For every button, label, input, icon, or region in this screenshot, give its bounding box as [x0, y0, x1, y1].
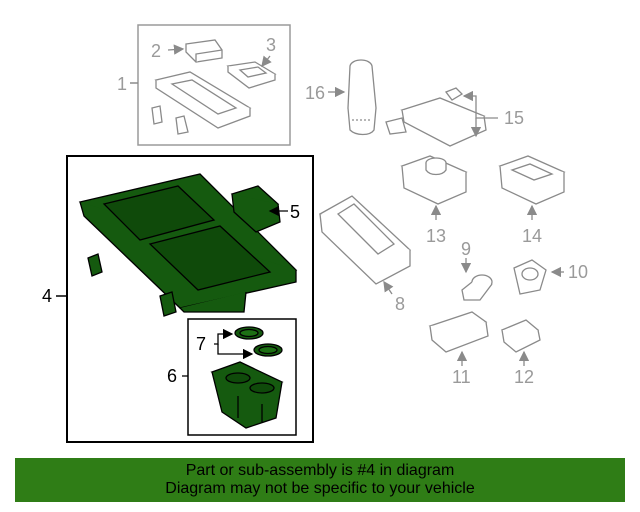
part-9-socket[interactable]	[461, 274, 493, 301]
part-8-bracket[interactable]	[318, 195, 412, 285]
part-3-pad[interactable]	[226, 61, 277, 89]
banner-line-1: Part or sub-assembly is #4 in diagram	[185, 462, 455, 479]
part-14-module[interactable]	[498, 155, 566, 205]
callout-11: 11	[452, 367, 471, 387]
part-11-switch[interactable]	[428, 311, 489, 353]
part-1-panel[interactable]	[151, 71, 252, 135]
leader-2	[167, 44, 185, 55]
part-6-cupholder[interactable]	[210, 361, 284, 429]
callout-6: 6	[167, 366, 177, 386]
part-13-controller[interactable]	[400, 155, 468, 205]
parts-diagram: 1 2 3 16 15 13 14 8 9 10 11 12 4 5 7 6	[42, 24, 588, 443]
callout-12: 12	[514, 367, 534, 387]
leader-7	[214, 328, 234, 345]
callout-10: 10	[568, 262, 588, 282]
callout-14: 14	[522, 226, 542, 246]
callout-16: 16	[305, 83, 325, 103]
part-16-knob[interactable]	[347, 59, 377, 136]
callout-1: 1	[117, 74, 127, 94]
leader-7b	[217, 344, 254, 360]
part-4-console[interactable]	[78, 173, 298, 317]
leader-3	[261, 55, 272, 68]
callout-7: 7	[196, 334, 206, 354]
group-box-6	[187, 318, 297, 436]
banner-line-2: Diagram may not be specific to your vehi…	[165, 480, 475, 497]
part-5-bracket[interactable]	[230, 185, 281, 233]
callout-13: 13	[426, 226, 446, 246]
part-2-cap[interactable]	[185, 39, 223, 63]
callout-9: 9	[461, 239, 471, 259]
leader-8	[383, 280, 394, 295]
part-15-shifter[interactable]	[385, 87, 487, 147]
group-box-4	[66, 155, 314, 443]
leader-15	[462, 90, 498, 119]
info-banner: Part or sub-assembly is #4 in diagram Di…	[15, 458, 625, 502]
callout-2: 2	[151, 41, 161, 61]
callout-4: 4	[42, 286, 52, 306]
part-7-rings[interactable]	[234, 326, 283, 357]
group-box-1	[137, 24, 291, 146]
part-10-outlet[interactable]	[513, 259, 547, 295]
callout-15: 15	[504, 108, 524, 128]
part-12-clip[interactable]	[500, 319, 541, 353]
callout-3: 3	[266, 35, 276, 55]
callout-5: 5	[290, 202, 300, 222]
callout-8: 8	[395, 294, 405, 314]
